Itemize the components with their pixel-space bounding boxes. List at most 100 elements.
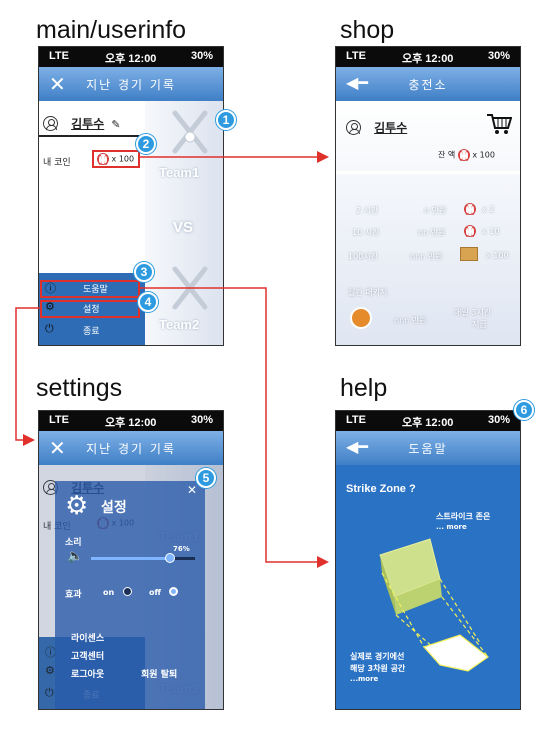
baseball-icon	[464, 203, 476, 215]
close-icon[interactable]: ✕	[49, 436, 66, 460]
team2-label[interactable]: Team2	[159, 317, 200, 332]
cart-icon[interactable]	[486, 113, 512, 135]
baseball-icon	[464, 225, 476, 237]
back-arrow-icon[interactable]: ◀━	[346, 73, 368, 92]
badge-5: 5	[196, 468, 216, 488]
edit-pencil-icon[interactable]: ✎	[111, 118, 121, 131]
battery-label: 30%	[190, 50, 213, 62]
menu-settings-label: 설정	[83, 305, 100, 315]
badge-4: 4	[138, 292, 158, 312]
menu-help: ⓘ	[39, 643, 145, 661]
speaker-icon: 🔈	[67, 549, 84, 564]
battery-label: 30%	[487, 414, 510, 426]
item-price: nnn 만원	[410, 252, 443, 261]
package-desc-1: 매일 3시간	[454, 308, 492, 317]
package-price: nnn 만원	[394, 316, 427, 325]
menu-help[interactable]: ⓘ 도움말	[39, 279, 145, 297]
item-duration: 10 시간	[352, 228, 380, 237]
power-icon: ⏻	[45, 322, 54, 335]
team1-label[interactable]: Team1	[159, 165, 200, 180]
item-qty: x 10	[482, 227, 500, 236]
badge-1: 1	[216, 110, 236, 130]
status-bar: LTE 오후 12:00 30%	[336, 411, 520, 431]
menu-settings[interactable]: ⚙ 설정	[39, 299, 145, 317]
coin-display[interactable]: x 100	[97, 153, 134, 165]
item-duration: 2 시간	[356, 206, 379, 215]
caption-main: main/userinfo	[36, 16, 187, 44]
battery-label: 30%	[190, 414, 213, 426]
glove-icon	[350, 307, 372, 329]
logout-link[interactable]: 로그아웃	[71, 670, 105, 680]
arrow-help-to-help	[140, 287, 329, 568]
user-name[interactable]: 김투수	[71, 117, 105, 131]
menu-exit-label: 종료	[83, 327, 100, 337]
sound-slider-track[interactable]	[91, 553, 195, 563]
balance-label: 잔 액	[438, 150, 456, 160]
clock: 오후 12:00	[105, 53, 157, 65]
page-title: 지난 경기 기록	[86, 78, 176, 92]
menu-exit[interactable]: ⏻ 종료	[39, 321, 145, 339]
status-bar: LTE 오후 12:00 30%	[39, 411, 223, 431]
back-arrow-icon[interactable]: ◀━	[346, 437, 368, 456]
user-name[interactable]: 김투수	[374, 121, 408, 135]
license-link[interactable]: 라이센스	[71, 634, 105, 644]
help-icon: ⓘ	[45, 646, 56, 659]
title-bar: ✕ 지난 경기 기록	[39, 67, 223, 101]
status-bar: LTE 오후 12:00 30%	[39, 47, 223, 67]
side-menu: ⓘ 도움말 ⚙ 설정 ⏻ 종료	[39, 273, 145, 345]
carrier-label: LTE	[346, 414, 366, 426]
balance-row: 잔 액 x 100	[438, 149, 495, 161]
help-desc-2-line2: 해당 3차원 공간	[350, 664, 406, 673]
badge-2: 2	[136, 134, 156, 154]
title-bar: ◀━ 충전소	[336, 67, 520, 101]
package-title: 월간 패키지	[348, 288, 388, 297]
clock: 오후 12:00	[402, 417, 454, 429]
balance-divider	[336, 171, 520, 174]
gear-icon: ⚙	[45, 664, 55, 677]
support-link[interactable]: 고객센터	[71, 652, 105, 662]
coin-count: x 100	[111, 154, 135, 164]
help-heading: Strike Zone ?	[346, 483, 416, 495]
package-item[interactable]: nnn 만원 매일 3시간 지급	[336, 307, 520, 337]
clock: 오후 12:00	[402, 53, 454, 65]
title-bar: ◀━ 도움말	[336, 431, 520, 465]
caption-help: help	[340, 374, 388, 402]
help-content: Strike Zone ? 스트라이크 존은 ... more 실제로 경기에선…	[336, 465, 520, 709]
item-price: nn 만원	[418, 228, 446, 237]
effect-off-radio[interactable]	[169, 587, 178, 596]
settings-screen: LTE 오후 12:00 30% ✕ 지난 경기 기록 Team1 Team2 …	[38, 410, 224, 710]
annotation-box-help	[40, 280, 140, 298]
balance-count: x 100	[472, 150, 495, 160]
match-pane: Team1 VS Team2	[145, 101, 223, 345]
dialog-close-icon[interactable]: ✕	[187, 483, 198, 497]
item-qty: x 2	[482, 205, 495, 214]
more-link-1[interactable]: ... more	[436, 523, 467, 531]
shop-content: 김투수 잔 액 x 100 2 시간 n 만원 x 2 10 시간 nn 만원 …	[336, 101, 520, 345]
badge-6: 6	[514, 400, 534, 420]
effect-label: 효과	[65, 590, 82, 600]
baseball-icon	[97, 153, 109, 165]
annotation-box-coin	[92, 150, 140, 168]
shop-screen: LTE 오후 12:00 30% ◀━ 충전소 김투수 잔 액 x 100 2 …	[335, 46, 521, 346]
page-title: 지난 경기 기록	[86, 442, 176, 456]
withdraw-link[interactable]: 회원 탈퇴	[141, 670, 178, 680]
effect-on-radio[interactable]	[123, 587, 132, 596]
status-bar: LTE 오후 12:00 30%	[336, 47, 520, 67]
item-qty: x 100	[486, 251, 509, 260]
sound-slider-thumb[interactable]	[165, 553, 176, 563]
sound-slider-fill	[91, 557, 171, 560]
title-bar: ✕ 지난 경기 기록	[39, 431, 223, 465]
ball-box-icon	[460, 247, 478, 261]
carrier-label: LTE	[49, 414, 69, 426]
caption-shop: shop	[340, 16, 395, 44]
close-icon[interactable]: ✕	[49, 72, 66, 96]
package-desc-2: 지급	[472, 320, 487, 329]
strike-zone-illustration	[379, 538, 490, 672]
page-title: 도움말	[408, 442, 448, 456]
help-screen: LTE 오후 12:00 30% ◀━ 도움말 Strike Zone ? 스트…	[335, 410, 521, 710]
gear-icon: ⚙	[65, 491, 89, 521]
more-link-2[interactable]: ...more	[350, 675, 379, 683]
settings-title: 설정	[101, 500, 127, 516]
gear-icon: ⚙	[45, 300, 55, 313]
user-row: 김투수 ✎	[43, 113, 121, 132]
